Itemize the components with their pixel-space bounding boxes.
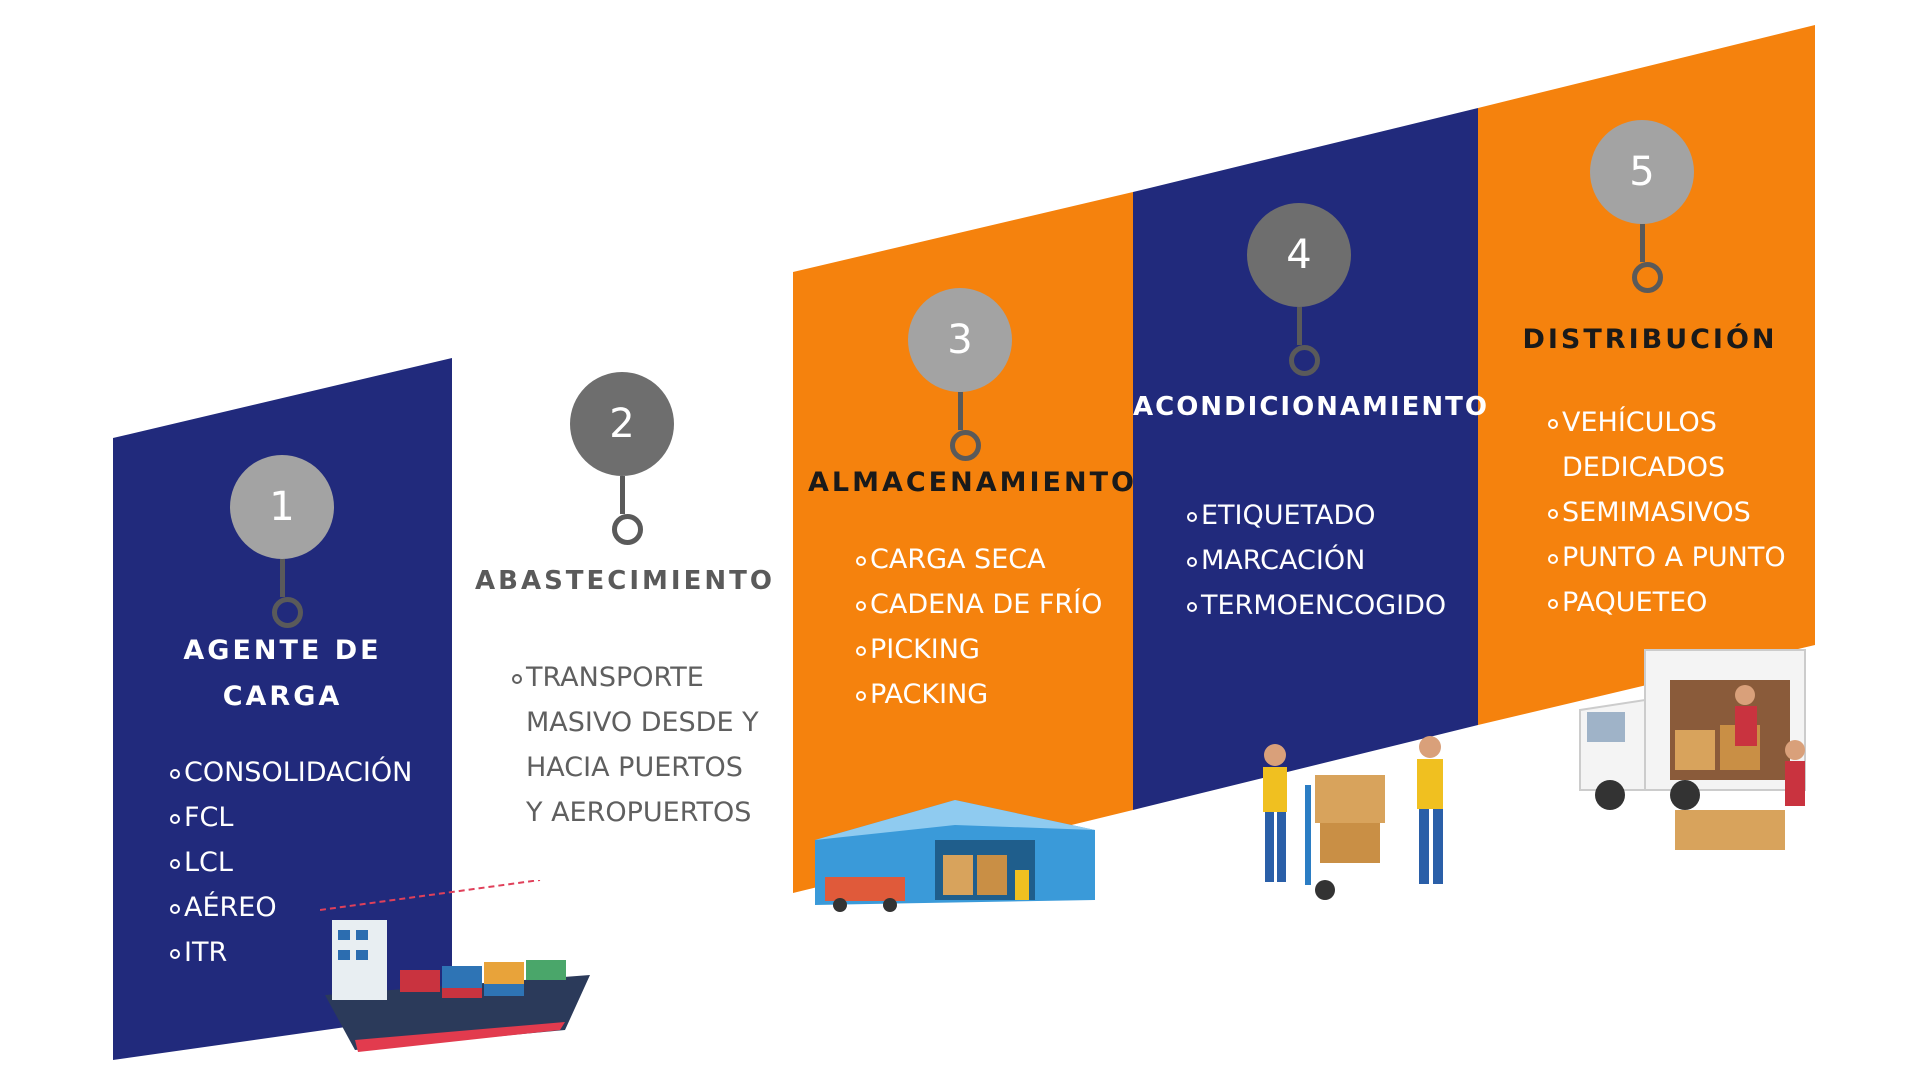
panel-step-5 <box>1478 25 1815 725</box>
list-item: CONSOLIDACIÓN <box>170 750 412 795</box>
step-5-title: DISTRIBUCIÓN <box>1522 324 1778 355</box>
panel-step-1 <box>113 358 452 1060</box>
step-3-ring <box>950 430 981 461</box>
list-item: DEDICADOS <box>1562 452 1726 483</box>
warehouse-icon <box>815 800 1095 912</box>
list-item: PACKING <box>856 672 1102 717</box>
list-item: HACIA PUERTOS <box>526 752 743 783</box>
step-5-ring <box>1632 262 1663 293</box>
step-2-number: 2 <box>570 372 674 476</box>
step-5-list: VEHÍCULOS DEDICADOS SEMIMASIVOS PUNTO A … <box>1548 400 1786 625</box>
step-3-connector <box>958 392 963 430</box>
step-1-number: 1 <box>230 455 334 559</box>
list-item: PUNTO A PUNTO <box>1548 535 1786 580</box>
step-3-title: ALMACENAMIENTO <box>808 467 1137 498</box>
step-5-number: 5 <box>1590 120 1694 224</box>
step-4-number: 4 <box>1247 203 1351 307</box>
list-item: MARCACIÓN <box>1187 538 1446 583</box>
list-item: PICKING <box>856 627 1102 672</box>
step-4-ring <box>1289 345 1320 376</box>
delivery-truck-icon <box>1579 649 1806 850</box>
panel-step-4 <box>1133 108 1478 810</box>
panel-step-3 <box>793 192 1133 893</box>
list-item: AÉREO <box>170 885 412 930</box>
step-2-connector <box>620 476 625 514</box>
step-4-list: ETIQUETADO MARCACIÓN TERMOENCOGIDO <box>1187 493 1446 628</box>
list-item: CADENA DE FRÍO <box>856 582 1102 627</box>
list-item: PAQUETEO <box>1548 580 1786 625</box>
step-1-connector <box>280 559 285 597</box>
list-item: TERMOENCOGIDO <box>1187 583 1446 628</box>
step-2-title: ABASTECIMIENTO <box>475 566 775 596</box>
step-1-list: CONSOLIDACIÓN FCL LCL AÉREO ITR <box>170 750 412 975</box>
list-item: CARGA SECA <box>856 537 1102 582</box>
workers-boxes-icon <box>1263 736 1443 900</box>
list-item: SEMIMASIVOS <box>1548 490 1786 535</box>
list-item: FCL <box>170 795 412 840</box>
list-item: VEHÍCULOS <box>1548 400 1786 445</box>
list-item: ETIQUETADO <box>1187 493 1446 538</box>
step-4-connector <box>1297 307 1302 345</box>
list-item: ITR <box>170 930 412 975</box>
list-item: MASIVO DESDE Y <box>526 707 759 738</box>
step-3-list: CARGA SECA CADENA DE FRÍO PICKING PACKIN… <box>856 537 1102 717</box>
step-5-connector <box>1640 224 1645 262</box>
list-item: Y AEROPUERTOS <box>526 797 752 828</box>
step-4-title: ACONDICIONAMIENTO <box>1133 392 1489 422</box>
cargo-ship-icon <box>320 880 590 1052</box>
step-3-number: 3 <box>908 288 1012 392</box>
list-item: LCL <box>170 840 412 885</box>
step-2-list: TRANSPORTE MASIVO DESDE Y HACIA PUERTOS … <box>512 655 759 835</box>
step-1-ring <box>272 597 303 628</box>
step-1-title: AGENTE DE CARGA <box>183 635 382 712</box>
step-2-ring <box>612 514 643 545</box>
list-item: TRANSPORTE <box>512 655 759 700</box>
